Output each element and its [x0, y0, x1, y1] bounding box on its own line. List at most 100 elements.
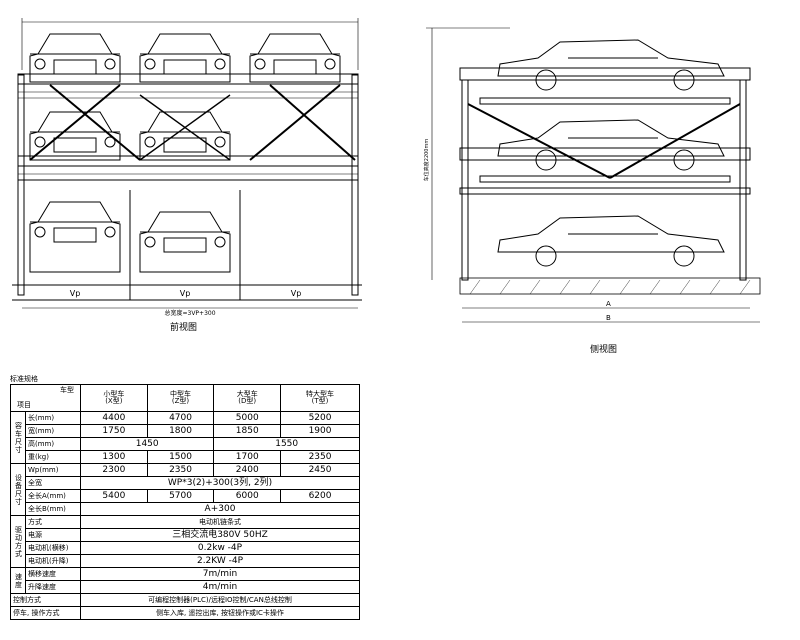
col-z-name: 中型车 [170, 390, 192, 398]
car-side-l1 [497, 215, 725, 267]
height-label: 车位高度2200mm [423, 139, 430, 182]
col-t-name: 特大型车 [306, 390, 335, 398]
table-row: 速度 横移速度 7m/min [10, 567, 360, 594]
cell: 1500 [146, 450, 215, 464]
spec-title: 标准规格 [10, 375, 38, 383]
cell: 2.2KW -4P [80, 554, 360, 568]
cell: A+300 [80, 502, 360, 516]
cell: 1700 [213, 450, 282, 464]
table-row: 容车尺寸 长(mm) 4400 4700 5000 5200 [10, 411, 360, 464]
cell: 1550 [213, 437, 360, 451]
front-view-drawing: Vp Vp Vp 总宽度=3VP+300 [12, 18, 362, 317]
row-label: 升降速度 [25, 580, 81, 594]
table-row: 升降速度 4m/min [11, 580, 360, 594]
cell: 1450 [79, 437, 215, 451]
cell: 1300 [80, 450, 148, 464]
table-row: 停车, 操作方式 侧车入库, 遥控出库, 按钮操作或IC卡操作 [10, 606, 360, 620]
table-row: 电动机(横移) 0.2kw -4P [11, 541, 360, 555]
row-label: 横移速度 [25, 567, 81, 581]
group-drive: 驱动方式 [10, 515, 26, 568]
cell: 1900 [280, 424, 360, 438]
dim-b-label: B [606, 314, 611, 322]
group-car-size: 容车尺寸 [10, 411, 26, 464]
row-label: 高(mm) [25, 437, 81, 451]
row-label: 重(kg) [25, 450, 81, 464]
corner-bottom: 项目 [17, 401, 31, 409]
corner-top: 车型 [60, 386, 74, 394]
col-d-code: (D型) [238, 397, 257, 405]
row-label: 停车, 操作方式 [10, 606, 81, 620]
car-front-l2-1 [29, 111, 121, 161]
car-side-l3 [497, 39, 725, 91]
col-x-name: 小型车 [103, 390, 125, 398]
car-front-l1-2 [139, 211, 231, 273]
dim-a-label: A [606, 300, 611, 308]
table-row: 高(mm) 1450 1550 [11, 437, 360, 451]
table-row: 重(kg) 1300 1500 1700 2350 [11, 450, 360, 464]
row-label: Wp(mm) [25, 463, 81, 477]
cell: 2300 [80, 463, 148, 477]
corner-cell: 车型 项目 [10, 384, 81, 412]
col-t: 特大型车 (T型) [280, 384, 360, 412]
row-label: 长(mm) [25, 411, 81, 425]
table-row: 电源 三相交流电380V 50HZ [11, 528, 360, 542]
col-t-code: (T型) [311, 397, 329, 405]
group-equip-size: 设备尺寸 [10, 463, 26, 516]
width-formula: 总宽度=3VP+300 [164, 309, 215, 317]
col-d-name: 大型车 [236, 390, 258, 398]
cell: 4700 [146, 411, 215, 425]
row-label: 控制方式 [10, 593, 81, 607]
cell: 5000 [213, 411, 282, 425]
cell: 5200 [280, 411, 360, 425]
cell: 4400 [80, 411, 148, 425]
col-x: 小型车 (X型) [80, 384, 148, 412]
row-label: 全长A(mm) [25, 489, 81, 503]
group-speed: 速度 [10, 567, 26, 594]
table-row: 宽(mm) 1750 1800 1850 1900 [11, 424, 360, 438]
row-label: 方式 [25, 515, 81, 529]
cell: 0.2kw -4P [80, 541, 360, 555]
col-x-code: (X型) [105, 397, 123, 405]
table-row: 驱动方式 方式 电动机链条式 [10, 515, 360, 568]
cell: 2400 [213, 463, 282, 477]
table-row: 设备尺寸 Wp(mm) 2300 2350 2400 2450 [10, 463, 360, 516]
cell: 1750 [80, 424, 148, 438]
col-z-code: (Z型) [171, 397, 190, 405]
col-d: 大型车 (D型) [213, 384, 282, 412]
cell: 侧车入库, 遥控出库, 按钮操作或IC卡操作 [80, 606, 360, 620]
cell: 2350 [146, 463, 215, 477]
cell: WP*3(2)+300(3列, 2列) [80, 476, 360, 490]
car-side-l2 [497, 119, 725, 171]
car-front-l3-3 [249, 33, 341, 83]
cell: 可编程控制器(PLC)/远程IO控制/CAN总线控制 [80, 593, 360, 607]
row-label: 电动机(升降) [25, 554, 81, 568]
car-front-l3-2 [139, 33, 231, 83]
cell: 三相交流电380V 50HZ [80, 528, 360, 542]
table-row: 控制方式 可编程控制器(PLC)/远程IO控制/CAN总线控制 [10, 593, 360, 607]
cell: 4m/min [80, 580, 360, 594]
cell: 5400 [80, 489, 148, 503]
cell: 1800 [146, 424, 215, 438]
cell: 5700 [146, 489, 215, 503]
table-row: 全长B(mm) A+300 [11, 502, 360, 516]
vp-label-2: Vp [180, 289, 191, 298]
col-z: 中型车 (Z型) [146, 384, 215, 412]
cell: 1850 [213, 424, 282, 438]
row-label: 宽(mm) [25, 424, 81, 438]
cell: 6200 [280, 489, 360, 503]
row-label: 全长B(mm) [25, 502, 81, 516]
cell: 6000 [213, 489, 282, 503]
vp-label-3: Vp [291, 289, 302, 298]
row-label: 电源 [25, 528, 81, 542]
side-view-caption: 侧视图 [590, 345, 618, 355]
table-row: 全宽 WP*3(2)+300(3列, 2列) [11, 476, 360, 490]
side-view-drawing: 车位高度2200mm A B [423, 27, 761, 323]
table-row: 全长A(mm) 5400 5700 6000 6200 [11, 489, 360, 503]
car-front-l3-1 [29, 33, 121, 83]
cell: 电动机链条式 [80, 515, 360, 529]
front-view-caption: 前视图 [170, 323, 198, 333]
spec-table: 车型 项目 小型车 (X型) 中型车 (Z型) 大型车 (D型) 特大型车 (T… [10, 384, 360, 620]
cell: 2350 [280, 450, 360, 464]
cell: 2450 [280, 463, 360, 477]
row-label: 电动机(横移) [25, 541, 81, 555]
